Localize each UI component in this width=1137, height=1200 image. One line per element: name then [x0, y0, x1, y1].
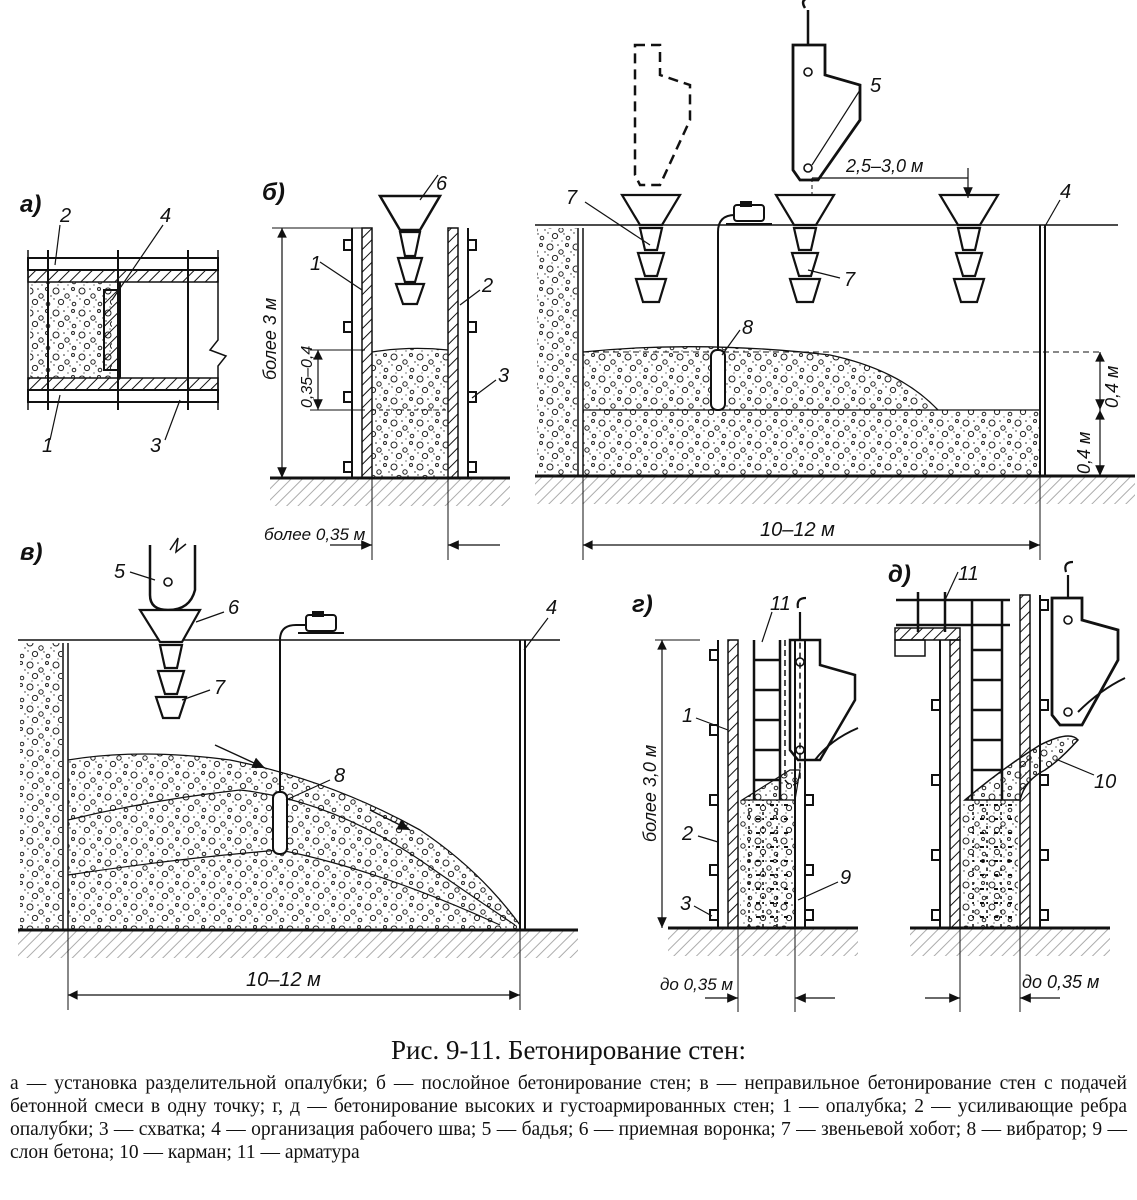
- callout-6-b: 6: [436, 173, 448, 195]
- dim-04-top: 0,4 м: [1102, 366, 1122, 408]
- panel-label-d: д): [888, 561, 911, 588]
- callout-5-b: 5: [870, 75, 882, 97]
- panel-a: а) 2 4 1 3: [20, 191, 228, 457]
- dim-upto-035-g: до 0,35 м: [660, 975, 733, 994]
- figure-caption: Рис. 9-11. Бетонирование стен: а — устан…: [0, 1035, 1137, 1164]
- dim-more-035m: более 0,35 м: [264, 525, 366, 544]
- figure-drawing: а) 2 4 1 3 б): [18, 0, 1135, 1012]
- caption-title: Рис. 9-11. Бетонирование стен:: [391, 1035, 746, 1065]
- callout-4-a: 4: [160, 205, 171, 227]
- callout-6-v: 6: [228, 597, 240, 619]
- panel-label-v: в): [20, 539, 43, 566]
- callout-2-b: 2: [481, 275, 493, 297]
- dim-span-10-12-v: 10–12 м: [246, 969, 321, 991]
- dim-more-30m: более 3,0 м: [640, 745, 660, 842]
- callout-2-a: 2: [59, 205, 71, 227]
- callout-1-b: 1: [310, 253, 321, 275]
- callout-4-b: 4: [1060, 181, 1071, 203]
- panel-v: в) 5 6 7: [18, 537, 578, 1010]
- panel-label-a: а): [20, 191, 41, 218]
- callout-4-v: 4: [546, 597, 557, 619]
- dim-more-3m: более 3 м: [260, 298, 280, 380]
- panel-g: г) более 3,0 м: [632, 591, 859, 1012]
- callout-11-g: 11: [770, 593, 791, 615]
- panel-b-elevation: 0,4 м 0,4 м 5 2,5–3,0 м: [535, 0, 1135, 560]
- callout-8-b: 8: [742, 317, 753, 339]
- callout-7-b-right: 7: [844, 269, 856, 291]
- callout-1-a: 1: [42, 435, 53, 457]
- callout-8-v: 8: [334, 765, 345, 787]
- caption-body: а — установка разделительной опалубки; б…: [10, 1073, 1127, 1163]
- callout-2-g: 2: [681, 823, 693, 845]
- callout-11-d: 11: [958, 563, 979, 585]
- callout-9-g: 9: [840, 867, 851, 889]
- panel-label-b: б): [262, 179, 285, 206]
- callout-7-v: 7: [214, 677, 226, 699]
- dim-layer-035-04: 0,35–0,4: [299, 346, 316, 408]
- dim-reach-25-30: 2,5–3,0 м: [845, 156, 923, 176]
- callout-3-g: 3: [680, 893, 691, 915]
- dim-04-bottom: 0,4 м: [1074, 432, 1094, 474]
- panel-b-section: б) более 3 м 0,35–0,4 более 0,35 м: [260, 173, 510, 560]
- dim-upto-035-d: до 0,35 м: [1022, 972, 1099, 992]
- callout-3-b: 3: [498, 365, 509, 387]
- callout-7-b-left: 7: [566, 187, 578, 209]
- panel-label-g: г): [632, 591, 653, 618]
- dim-span-10-12-b: 10–12 м: [760, 519, 835, 541]
- callout-5-v: 5: [114, 561, 126, 583]
- panel-d: д): [888, 560, 1126, 1012]
- callout-1-g: 1: [682, 705, 693, 727]
- callout-3-a: 3: [150, 435, 161, 457]
- callout-10-d: 10: [1094, 771, 1116, 793]
